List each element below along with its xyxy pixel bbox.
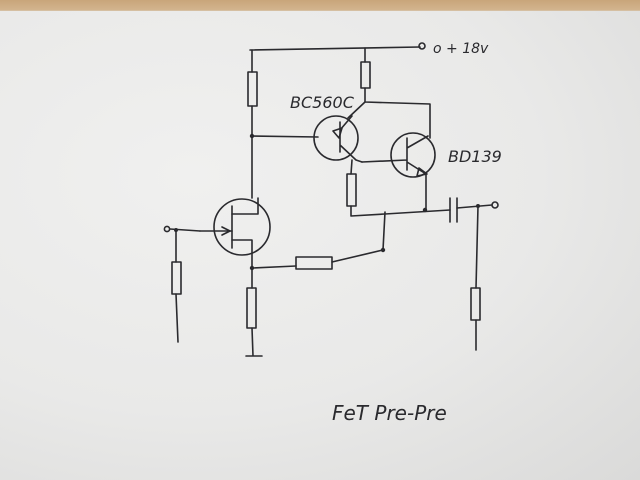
caption: FeT Pre-Pre [332, 401, 447, 425]
supply-label: o + 18v [433, 41, 489, 57]
pnp-label: BC560C [290, 93, 355, 112]
jfet-symbol [213, 198, 271, 256]
supply-rail [249, 46, 421, 51]
gate-resistor [171, 261, 182, 295]
supply-terminal [418, 42, 426, 50]
pnp-transistor-symbol [313, 115, 359, 161]
input-terminal [163, 225, 171, 233]
npn-transistor-symbol [390, 132, 436, 178]
source-resistor [246, 287, 257, 329]
output-terminal [491, 201, 499, 209]
emitter-resistor [360, 61, 371, 89]
output-load-resistor [470, 287, 481, 321]
paper-sheet [0, 11, 640, 480]
output-capacitor [449, 197, 458, 223]
drain-resistor [247, 71, 258, 107]
npn-label: BD139 [448, 147, 502, 166]
feedback-resistor [295, 256, 333, 270]
collector-resistor [346, 173, 357, 207]
